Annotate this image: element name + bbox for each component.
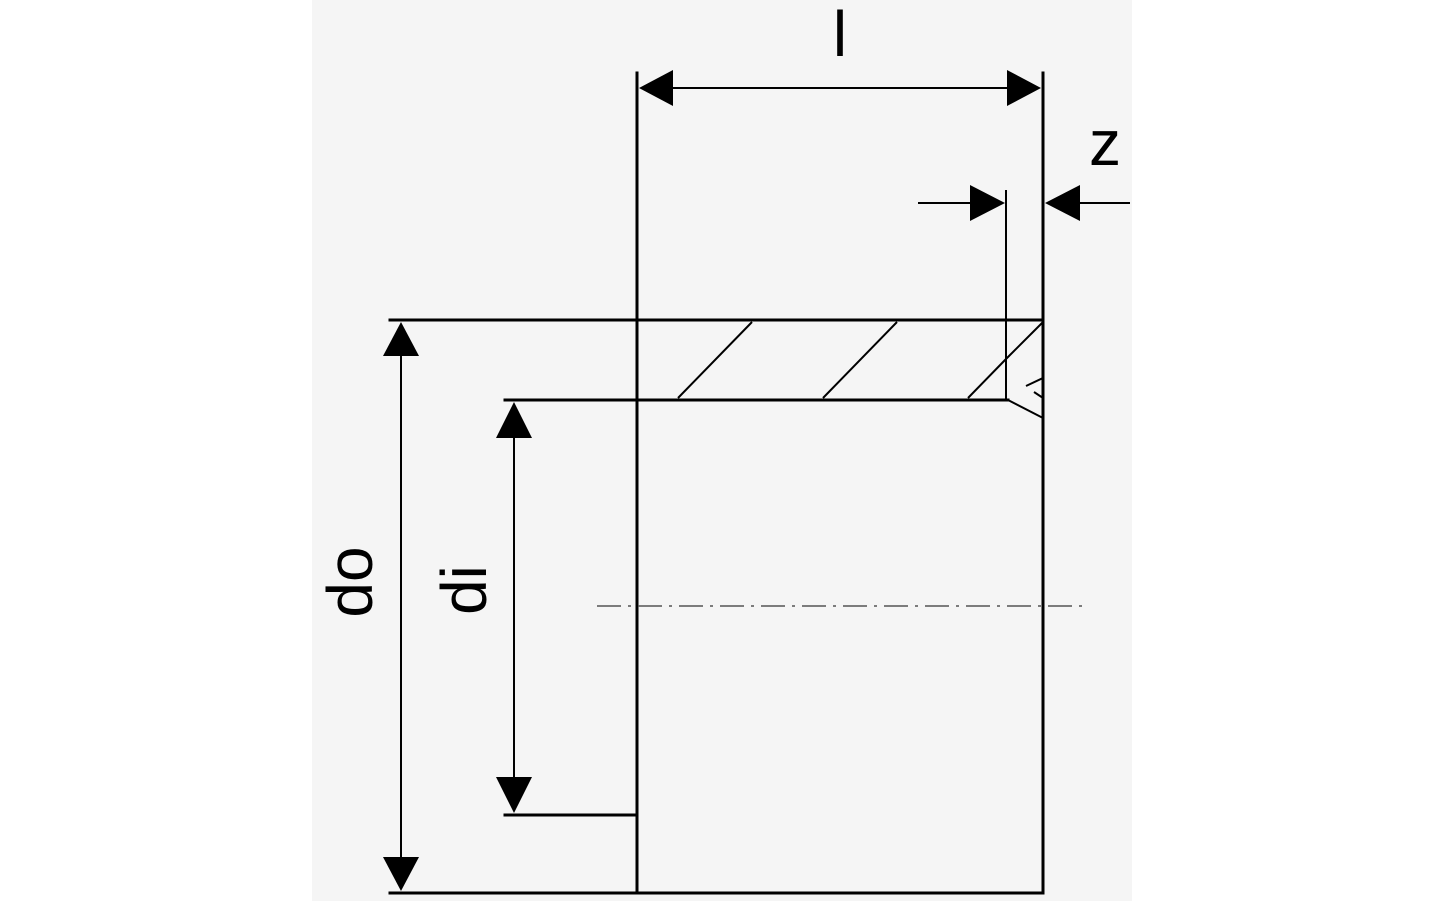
hatch-line — [967, 358, 1007, 399]
inner-diameter-dimension: di — [428, 402, 532, 813]
chamfer-line — [1007, 399, 1044, 419]
length-dimension: l — [639, 0, 1041, 106]
arrowhead-icon — [1045, 185, 1080, 221]
outer-diameter-label: do — [314, 546, 386, 617]
drawing-background-panel — [312, 0, 1132, 901]
inner-diameter-label: di — [428, 565, 500, 615]
arrowhead-icon — [639, 70, 673, 106]
hatch-line — [822, 321, 898, 399]
hatch-line — [677, 321, 753, 399]
offset-dimension: z — [918, 107, 1130, 221]
wall-section-hatching — [677, 321, 1044, 399]
arrowhead-icon — [496, 777, 532, 813]
offset-label: z — [1089, 107, 1121, 179]
part-outline — [388, 71, 1045, 895]
chamfer-detail — [1025, 376, 1044, 400]
arrowhead-icon — [970, 185, 1005, 221]
arrowhead-icon — [1007, 70, 1041, 106]
hatch-line — [1005, 321, 1044, 360]
arrowhead-icon — [496, 402, 532, 438]
arrowhead-icon — [383, 857, 419, 891]
outer-diameter-dimension: do — [314, 322, 419, 891]
arrowhead-icon — [383, 322, 419, 356]
length-label: l — [833, 0, 847, 70]
